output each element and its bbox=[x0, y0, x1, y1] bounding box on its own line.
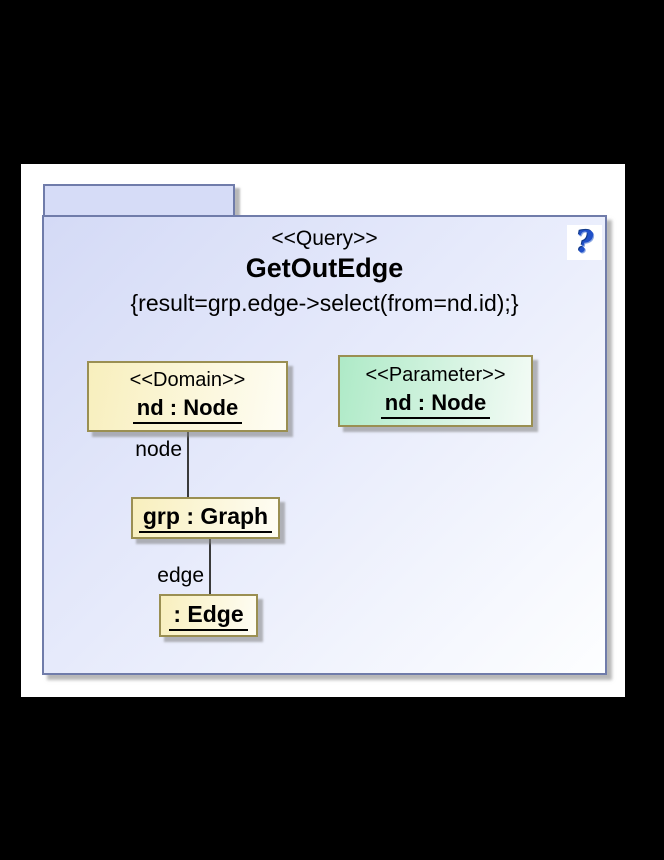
object-box-domain-nd-node[interactable]: <<Domain>> nd : Node bbox=[87, 361, 288, 432]
graph-instance-name: grp : Graph bbox=[138, 503, 273, 533]
object-box-parameter-nd-node[interactable]: <<Parameter>> nd : Node bbox=[338, 355, 533, 427]
parameter-instance-name: nd : Node bbox=[380, 390, 491, 419]
parameter-stereotype: <<Parameter>> bbox=[365, 363, 506, 386]
object-box-grp-graph[interactable]: grp : Graph bbox=[131, 497, 280, 539]
connector-node-label: node bbox=[135, 438, 182, 461]
package-body[interactable]: <<Query>> GetOutEdge {result=grp.edge->s… bbox=[42, 215, 607, 675]
package-tab[interactable] bbox=[43, 184, 235, 215]
object-box-edge[interactable]: : Edge bbox=[159, 594, 258, 637]
diagram-canvas: <<Query>> GetOutEdge {result=grp.edge->s… bbox=[21, 164, 625, 697]
package-name: GetOutEdge bbox=[245, 252, 404, 283]
package-constraint: {result=grp.edge->select(from=nd.id);} bbox=[130, 289, 519, 316]
edge-instance-name: : Edge bbox=[169, 601, 248, 631]
help-question-icon[interactable]: ? bbox=[567, 225, 602, 260]
domain-stereotype: <<Domain>> bbox=[129, 369, 246, 391]
package-stereotype: <<Query>> bbox=[271, 227, 378, 250]
connector-node[interactable] bbox=[187, 432, 189, 497]
connector-edge[interactable] bbox=[209, 539, 211, 594]
connector-edge-label: edge bbox=[157, 564, 204, 587]
domain-instance-name: nd : Node bbox=[132, 395, 243, 424]
package-header: <<Query>> GetOutEdge {result=grp.edge->s… bbox=[44, 226, 605, 317]
